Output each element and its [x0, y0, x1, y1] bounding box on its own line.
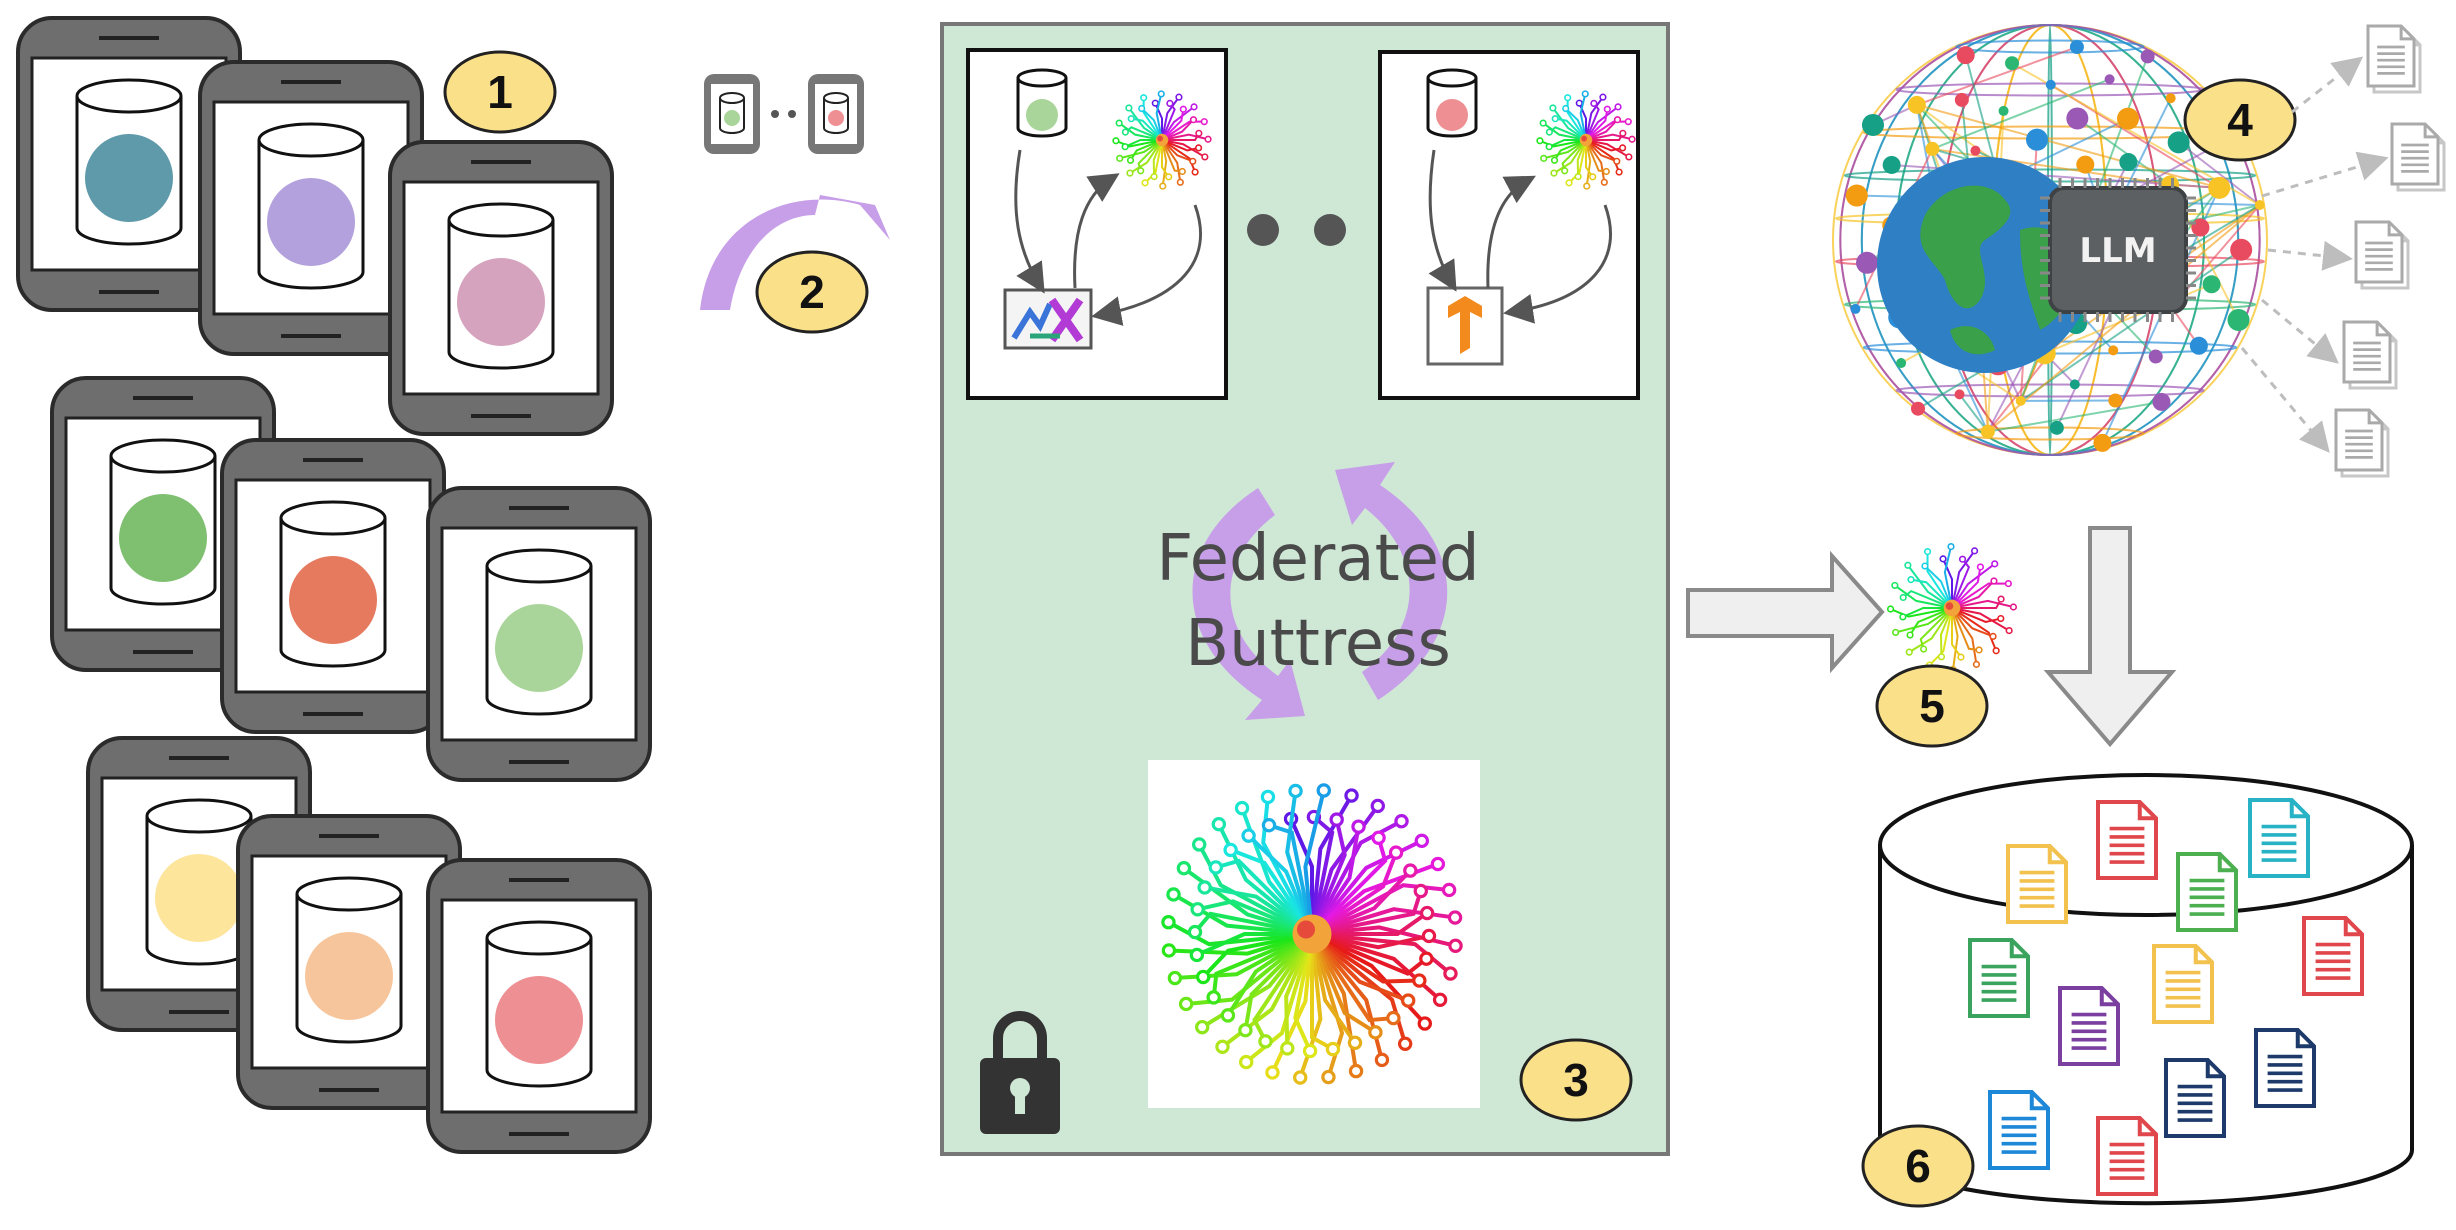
sampling-arrow	[700, 195, 890, 310]
data-cylinder-icon	[109, 438, 217, 606]
badge-4-label: 4	[2227, 94, 2253, 146]
client-data-dot	[155, 854, 243, 942]
output-arrow-right	[1686, 550, 1885, 674]
data-cylinder-icon	[485, 548, 593, 716]
jax-icon	[1003, 288, 1093, 350]
step-badge-6: 6	[1861, 1124, 1975, 1208]
data-cylinder-red	[1426, 68, 1478, 138]
document-icon	[2006, 844, 2068, 924]
document-icon	[1988, 1090, 2050, 1170]
document-icon	[2254, 1028, 2316, 1108]
document-icon	[1968, 938, 2030, 1018]
data-cylinder-icon	[485, 920, 593, 1088]
ellipsis-dot	[1247, 214, 1279, 246]
data-cylinder-green	[1016, 68, 1068, 138]
client-device	[16, 16, 242, 312]
step-badge-1: 1	[443, 50, 557, 134]
circuit-brain-icon-large	[1161, 783, 1463, 1085]
step-badge-4: 4	[2183, 78, 2297, 162]
mini-device-red	[808, 74, 864, 154]
client-device	[220, 438, 446, 734]
client-data-dot	[457, 258, 545, 346]
client-device	[198, 60, 424, 356]
document-icon	[2176, 852, 2238, 932]
client-data-dot	[289, 556, 377, 644]
client-devices-group	[16, 16, 652, 1154]
client-device	[426, 858, 652, 1154]
step-badge-5: 5	[1875, 664, 1989, 748]
client-sampling	[700, 74, 890, 310]
training-box-tensorflow	[1378, 50, 1640, 400]
synthetic-document-database	[1878, 773, 2414, 1206]
client-device	[388, 140, 614, 436]
badge-6-label: 6	[1905, 1140, 1931, 1192]
badge-3-label: 3	[1563, 1054, 1589, 1106]
client-data-dot	[267, 178, 355, 266]
client-data-dot	[119, 494, 207, 582]
tensorflow-icon	[1426, 286, 1504, 366]
client-data-dot	[495, 976, 583, 1064]
client-device	[236, 814, 462, 1110]
step-badge-3: 3	[1519, 1038, 1633, 1122]
center-title-line2: Buttress	[1185, 607, 1451, 681]
federated-buttress-panel: Federated Buttress 3	[940, 22, 1670, 1156]
document-icon	[2164, 1058, 2226, 1138]
document-icon	[2342, 320, 2392, 384]
badge-1-label: 1	[487, 66, 513, 118]
data-cylinder-icon	[447, 202, 555, 370]
data-cylinder-icon	[257, 122, 365, 290]
data-cylinder-icon	[75, 78, 183, 246]
document-icon	[2334, 408, 2384, 472]
generated-documents	[2240, 24, 2446, 478]
training-box-jax	[966, 48, 1228, 400]
data-cylinder-icon	[295, 876, 403, 1044]
circuit-brain-icon-model-5	[1886, 542, 2018, 674]
output-arrow-down	[2043, 526, 2177, 748]
llm-chip-label: LLM	[2079, 231, 2156, 271]
ellipsis-dot	[1314, 214, 1346, 246]
federated-cycle-arrows	[1192, 462, 1448, 720]
document-icon	[2096, 800, 2158, 880]
client-device	[426, 486, 652, 782]
llm-chip: LLM	[2040, 178, 2196, 322]
document-icon	[2248, 798, 2310, 878]
document-icon	[2152, 944, 2214, 1024]
client-data-dot	[495, 604, 583, 692]
step-badge-2: 2	[755, 250, 869, 334]
badge-2-label: 2	[799, 266, 825, 318]
data-cylinder-icon	[279, 500, 387, 668]
client-data-dot	[305, 932, 393, 1020]
badge-5-label: 5	[1919, 680, 1945, 732]
circuit-brain-icon-small	[1112, 90, 1212, 190]
circuit-brain-icon-small	[1536, 90, 1636, 190]
document-icon	[2354, 220, 2404, 284]
document-icon	[2302, 916, 2364, 996]
document-icon	[2058, 986, 2120, 1066]
lock-icon	[980, 1011, 1060, 1134]
client-data-dot	[85, 134, 173, 222]
data-cylinder-icon	[145, 798, 253, 966]
document-icon	[2366, 24, 2416, 88]
document-icon	[2096, 1116, 2158, 1196]
document-icon	[2390, 122, 2440, 186]
center-title-line1: Federated	[1156, 522, 1479, 596]
mini-device-green	[704, 74, 760, 154]
